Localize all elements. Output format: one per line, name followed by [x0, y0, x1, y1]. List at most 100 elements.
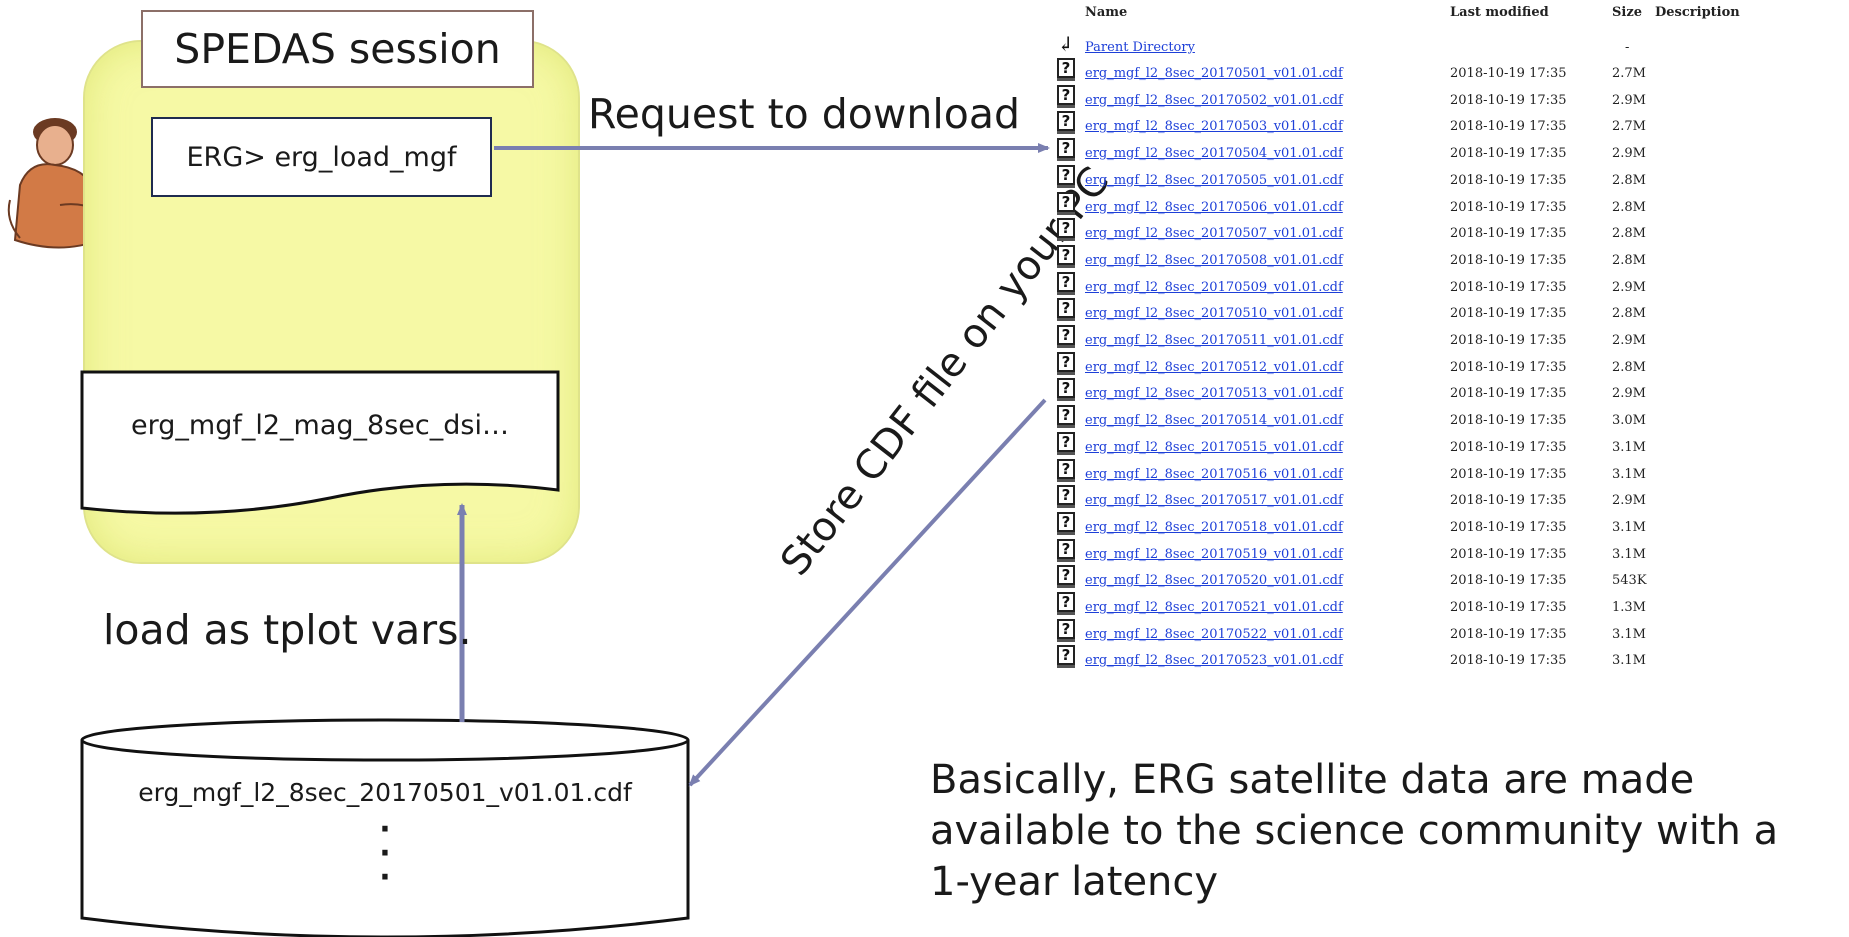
- unknown-file-icon: ?: [1057, 538, 1075, 559]
- file-link[interactable]: erg_mgf_l2_8sec_20170504_v01.01.cdf: [1085, 146, 1343, 162]
- file-last-modified: 2018-10-19 17:35: [1450, 546, 1567, 562]
- file-size: 2.8M: [1612, 226, 1646, 242]
- file-size: 3.1M: [1612, 626, 1646, 642]
- session-title: SPEDAS session: [141, 10, 534, 88]
- unknown-file-icon: ?: [1057, 138, 1075, 159]
- unknown-file-icon: ?: [1057, 511, 1075, 532]
- command-box: ERG> erg_load_mgf: [151, 117, 492, 197]
- file-size: 2.7M: [1612, 66, 1646, 81]
- file-last-modified: 2018-10-19 17:35: [1450, 172, 1567, 188]
- store-arrow: [688, 398, 1047, 787]
- file-last-modified: 2018-10-19 17:35: [1450, 252, 1567, 268]
- file-link[interactable]: erg_mgf_l2_8sec_20170515_v01.01.cdf: [1085, 439, 1343, 455]
- parent-directory-link[interactable]: Parent Directory: [1085, 40, 1195, 55]
- load-as-tplot-label: load as tplot vars.: [103, 606, 472, 654]
- request-to-download-label: Request to download: [588, 90, 1021, 138]
- file-last-modified: 2018-10-19 17:35: [1450, 119, 1567, 135]
- file-last-modified: 2018-10-19 17:35: [1450, 306, 1567, 322]
- file-link[interactable]: erg_mgf_l2_8sec_20170522_v01.01.cdf: [1085, 626, 1343, 642]
- unknown-file-icon: ?: [1057, 351, 1075, 372]
- file-size: 3.1M: [1612, 546, 1646, 562]
- file-last-modified: 2018-10-19 17:35: [1450, 279, 1567, 295]
- file-size: 2.9M: [1612, 493, 1646, 509]
- file-link[interactable]: erg_mgf_l2_8sec_20170521_v01.01.cdf: [1085, 600, 1343, 615]
- more-files-ellipsis: · · ·: [379, 812, 391, 895]
- file-link[interactable]: erg_mgf_l2_8sec_20170507_v01.01.cdf: [1085, 226, 1343, 242]
- file-link[interactable]: erg_mgf_l2_8sec_20170516_v01.01.cdf: [1085, 466, 1343, 482]
- file-size: 2.8M: [1612, 306, 1646, 322]
- file-size: 2.8M: [1612, 252, 1646, 268]
- unknown-file-icon: ?: [1057, 405, 1075, 426]
- unknown-file-icon: ?: [1057, 431, 1075, 452]
- local-cdf-filename: erg_mgf_l2_8sec_20170501_v01.01.cdf: [138, 778, 632, 807]
- file-last-modified: 2018-10-19 17:35: [1450, 333, 1567, 348]
- file-link[interactable]: erg_mgf_l2_8sec_20170503_v01.01.cdf: [1085, 119, 1343, 135]
- file-last-modified: 2018-10-19 17:35: [1450, 573, 1567, 589]
- table-row: ? erg_mgf_l2_8sec_20170522_v01.01.cdf 2018…: [1055, 618, 1815, 653]
- file-link[interactable]: erg_mgf_l2_8sec_20170509_v01.01.cdf: [1085, 279, 1343, 295]
- tplot-variable-document: [80, 370, 560, 515]
- file-size: 2.9M: [1612, 386, 1646, 402]
- file-last-modified: 2018-10-19 17:35: [1450, 66, 1567, 81]
- file-link[interactable]: erg_mgf_l2_8sec_20170517_v01.01.cdf: [1085, 493, 1343, 509]
- unknown-file-icon: ?: [1057, 592, 1075, 612]
- file-last-modified: 2018-10-19 17:35: [1450, 493, 1567, 509]
- file-size: 1.3M: [1612, 600, 1646, 615]
- file-link[interactable]: erg_mgf_l2_8sec_20170502_v01.01.cdf: [1085, 92, 1343, 108]
- table-row: ? erg_mgf_l2_8sec_20170506_v01.01.cdf 2018…: [1055, 191, 1815, 226]
- file-last-modified: 2018-10-19 17:35: [1450, 386, 1567, 402]
- column-header-size[interactable]: Size: [1612, 5, 1642, 20]
- parent-directory-row: ↲ Parent Directory -: [1055, 34, 1815, 66]
- file-link[interactable]: erg_mgf_l2_8sec_20170513_v01.01.cdf: [1085, 386, 1343, 402]
- table-row: ? erg_mgf_l2_8sec_20170510_v01.01.cdf 2018…: [1055, 298, 1815, 332]
- file-link[interactable]: erg_mgf_l2_8sec_20170520_v01.01.cdf: [1085, 573, 1343, 589]
- file-last-modified: 2018-10-19 17:35: [1450, 653, 1567, 669]
- latency-note: Basically, ERG satellite data are made a…: [930, 757, 1779, 905]
- file-link[interactable]: erg_mgf_l2_8sec_20170501_v01.01.cdf: [1085, 66, 1343, 81]
- unknown-file-icon: ?: [1057, 458, 1075, 479]
- file-link[interactable]: erg_mgf_l2_8sec_20170518_v01.01.cdf: [1085, 519, 1343, 535]
- file-last-modified: 2018-10-19 17:35: [1450, 626, 1567, 642]
- file-last-modified: 2018-10-19 17:35: [1450, 199, 1567, 215]
- file-link[interactable]: erg_mgf_l2_8sec_20170512_v01.01.cdf: [1085, 359, 1343, 375]
- column-header-last-modified[interactable]: Last modified: [1450, 5, 1549, 20]
- column-header-description[interactable]: Description: [1655, 5, 1740, 20]
- unknown-file-icon: ?: [1057, 244, 1075, 265]
- file-link[interactable]: erg_mgf_l2_8sec_20170506_v01.01.cdf: [1085, 199, 1343, 215]
- file-size: 3.0M: [1612, 413, 1646, 429]
- unknown-file-icon: ?: [1057, 218, 1075, 239]
- file-link[interactable]: erg_mgf_l2_8sec_20170519_v01.01.cdf: [1085, 546, 1343, 562]
- file-size: 2.7M: [1612, 119, 1646, 135]
- table-row: ? erg_mgf_l2_8sec_20170508_v01.01.cdf 2018…: [1055, 244, 1815, 279]
- file-last-modified: 2018-10-19 17:35: [1450, 519, 1567, 535]
- unknown-file-icon: ?: [1057, 298, 1075, 319]
- unknown-file-icon: ?: [1057, 191, 1075, 212]
- parent-size: -: [1625, 40, 1630, 55]
- file-size: 2.9M: [1612, 333, 1646, 348]
- unknown-file-icon: ?: [1057, 84, 1075, 105]
- file-link[interactable]: erg_mgf_l2_8sec_20170505_v01.01.cdf: [1085, 172, 1343, 188]
- file-size: 2.8M: [1612, 172, 1646, 188]
- file-size: 3.1M: [1612, 439, 1646, 455]
- file-link[interactable]: erg_mgf_l2_8sec_20170508_v01.01.cdf: [1085, 252, 1343, 268]
- column-header-name[interactable]: Name: [1085, 5, 1128, 20]
- file-link[interactable]: erg_mgf_l2_8sec_20170510_v01.01.cdf: [1085, 306, 1343, 322]
- table-row: ? erg_mgf_l2_8sec_20170518_v01.01.cdf 2018…: [1055, 511, 1815, 546]
- local-cdf-storage-cylinder: [80, 718, 690, 937]
- unknown-file-icon: ?: [1057, 618, 1075, 639]
- file-link[interactable]: erg_mgf_l2_8sec_20170514_v01.01.cdf: [1085, 413, 1343, 429]
- file-size: 3.1M: [1612, 653, 1646, 669]
- file-link[interactable]: erg_mgf_l2_8sec_20170511_v01.01.cdf: [1085, 333, 1343, 348]
- file-link[interactable]: erg_mgf_l2_8sec_20170523_v01.01.cdf: [1085, 653, 1343, 669]
